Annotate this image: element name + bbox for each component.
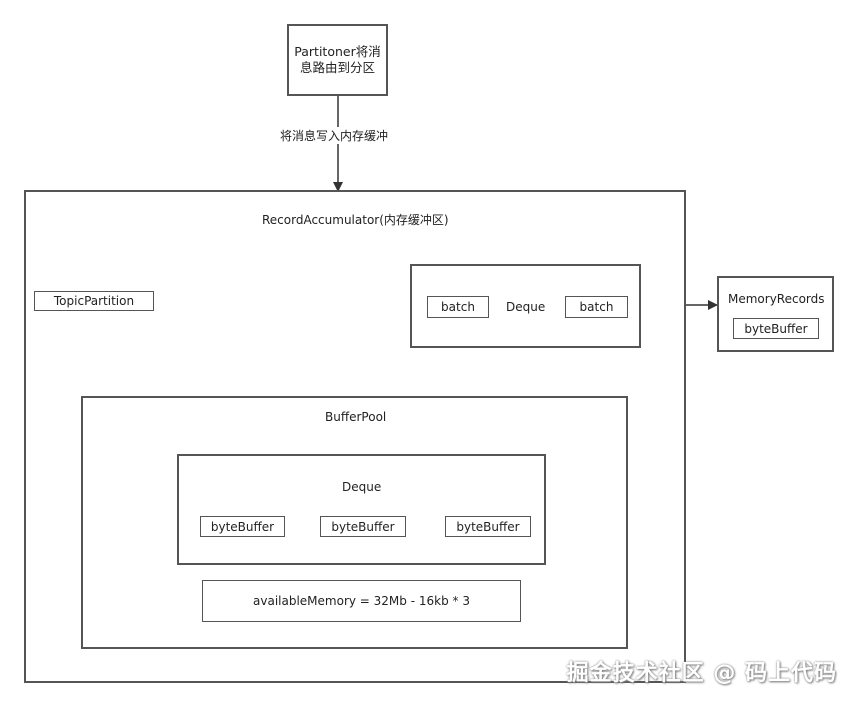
buffer-pool-deque-box <box>177 454 546 565</box>
pool-bytebuffer-label-1: byteBuffer <box>210 519 275 534</box>
batch-left-box: batch <box>427 296 489 318</box>
pool-bytebuffer-box-3: byteBuffer <box>445 516 531 537</box>
batch-right-label: batch <box>579 300 614 314</box>
watermark-text: 掘金技术社区 @ 码上代码 <box>566 661 837 686</box>
memory-records-bytebuffer-box: byteBuffer <box>733 318 819 339</box>
accumulator-deque-label: Deque <box>506 300 546 314</box>
available-memory-label: availableMemory = 32Mb - 16kb * 3 <box>253 594 470 608</box>
pool-bytebuffer-box-1: byteBuffer <box>200 516 285 537</box>
partitioner-box: Partitoner将消息路由到分区 <box>287 24 388 96</box>
buffer-pool-title: BufferPool <box>325 410 387 424</box>
memory-records-bytebuffer-label: byteBuffer <box>744 321 808 336</box>
memory-records-box <box>717 276 834 352</box>
topic-partition-box: TopicPartition <box>34 291 154 311</box>
memory-records-title: MemoryRecords <box>728 292 825 306</box>
record-accumulator-title: RecordAccumulator(内存缓冲区) <box>262 213 449 227</box>
batch-left-label: batch <box>441 300 475 314</box>
topic-partition-label: TopicPartition <box>53 294 135 308</box>
available-memory-box: availableMemory = 32Mb - 16kb * 3 <box>202 580 521 622</box>
batch-right-box: batch <box>565 296 628 318</box>
edge-label: 将消息写入内存缓冲 <box>278 127 391 144</box>
pool-bytebuffer-label-3: byteBuffer <box>456 519 520 534</box>
partitioner-label: Partitoner将消息路由到分区 <box>294 44 381 75</box>
pool-bytebuffer-box-2: byteBuffer <box>320 516 406 537</box>
buffer-pool-deque-label: Deque <box>342 480 382 494</box>
pool-bytebuffer-label-2: byteBuffer <box>331 519 395 534</box>
